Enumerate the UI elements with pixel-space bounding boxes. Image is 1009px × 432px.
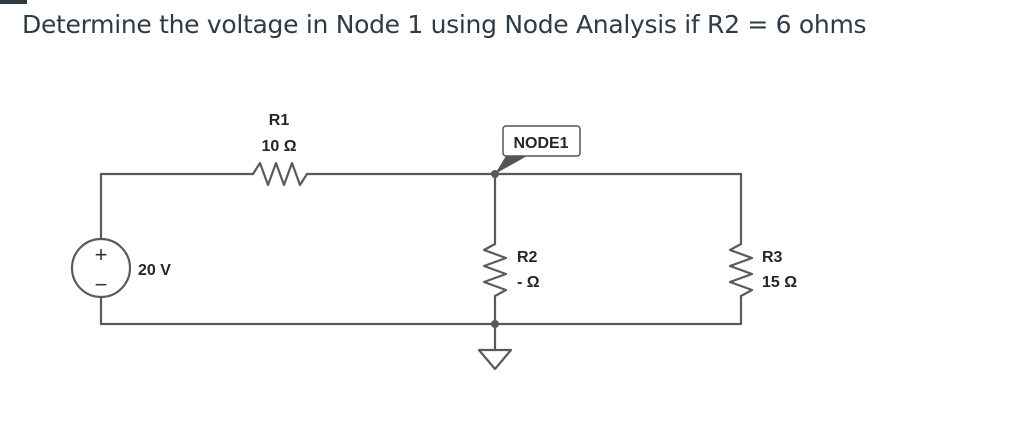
- resistor-r3-zigzag: [728, 242, 754, 298]
- voltage-source-icon: [70, 237, 132, 299]
- question-text: Determine the voltage in Node 1 using No…: [22, 10, 867, 39]
- r2-value: - Ω: [517, 274, 540, 291]
- resistor-r2-zigzag: [482, 242, 508, 298]
- ground-icon: [477, 348, 513, 371]
- node-label: NODE1: [513, 135, 568, 152]
- source-plus-sign: +: [95, 242, 108, 267]
- node-pointer: [495, 156, 527, 174]
- r1-name: R1: [269, 112, 290, 129]
- source-minus-sign: −: [95, 272, 108, 297]
- r2-name: R2: [517, 249, 538, 266]
- r3-value: 15 Ω: [762, 274, 797, 291]
- node-label-box: [502, 125, 581, 157]
- r1-value: 10 Ω: [261, 138, 296, 155]
- r3-name: R3: [762, 249, 783, 266]
- resistor-r1-zigzag: [251, 161, 309, 187]
- node-dot-bottom: [491, 320, 499, 328]
- source-label: 20 V: [138, 262, 171, 279]
- header-accent-bar: [0, 0, 27, 4]
